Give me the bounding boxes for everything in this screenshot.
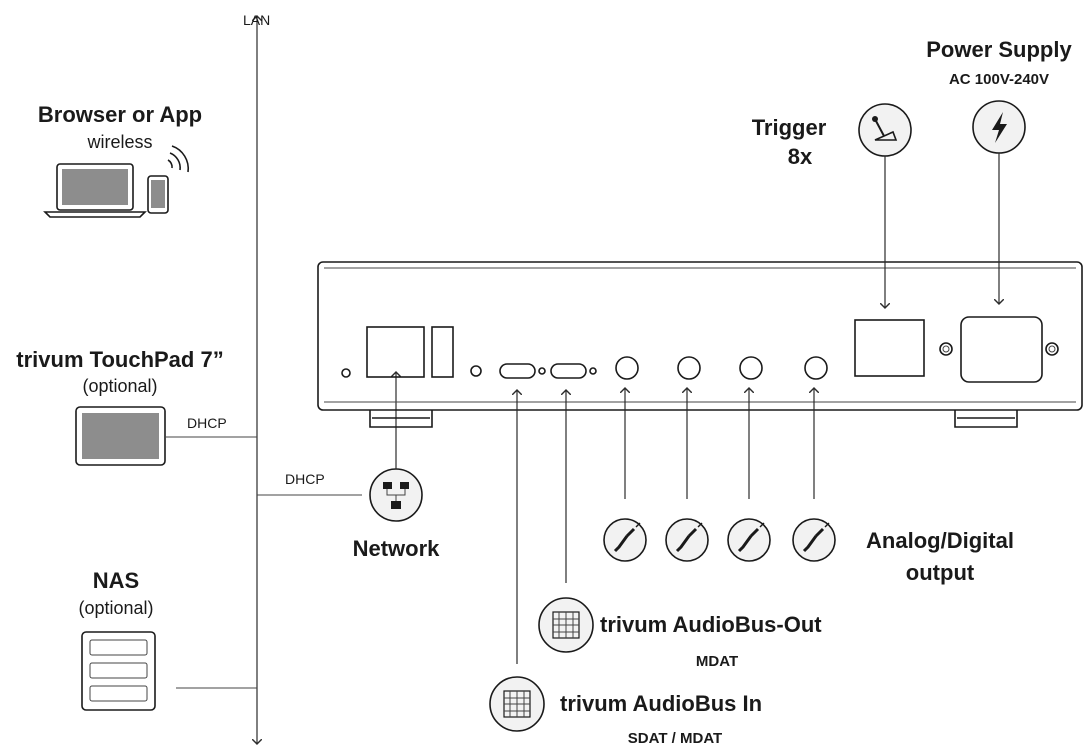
- trigger-title: Trigger: [752, 115, 827, 140]
- audio-jack-icon: [727, 518, 771, 562]
- trigger-count: 8x: [788, 144, 813, 169]
- touchpad-subtitle: (optional): [82, 376, 157, 396]
- network-label: Network: [353, 536, 441, 561]
- audiobus-in-icon: [489, 676, 545, 732]
- network-icon: [369, 468, 423, 522]
- phone-icon: [147, 175, 169, 214]
- lan-label: LAN: [243, 12, 270, 28]
- trigger-icon: [858, 103, 912, 157]
- nas-title: NAS: [93, 568, 139, 593]
- audio-jack-icon: [603, 518, 647, 562]
- audiobus-in-subtitle: SDAT / MDAT: [628, 730, 722, 747]
- outputs-title: Analog/Digital: [866, 528, 1014, 553]
- audiobus-out-subtitle: MDAT: [696, 653, 738, 670]
- wifi-icon: [167, 145, 190, 173]
- audiobus-out-title: trivum AudioBus-Out: [600, 612, 822, 637]
- power-icon: [972, 100, 1026, 154]
- network-link-label: DHCP: [285, 471, 325, 487]
- power-title: Power Supply: [926, 37, 1072, 62]
- audio-jack-icon: [665, 518, 709, 562]
- device-rear-panel: [317, 261, 1083, 428]
- touchpad-icon: [75, 406, 166, 466]
- audio-jack-icon: [792, 518, 836, 562]
- touchpad-link-label: DHCP: [187, 415, 227, 431]
- audiobus-out-icon: [538, 597, 594, 653]
- power-spec: AC 100V-240V: [949, 71, 1049, 88]
- nas-subtitle: (optional): [78, 598, 153, 618]
- nas-icon: [81, 631, 156, 711]
- touchpad-title: trivum TouchPad 7”: [16, 347, 223, 372]
- outputs-subtitle: output: [906, 560, 975, 585]
- browser-subtitle: wireless: [86, 132, 152, 152]
- laptop-icon: [43, 163, 147, 218]
- browser-title: Browser or App: [38, 102, 202, 127]
- audiobus-in-title: trivum AudioBus In: [560, 691, 762, 716]
